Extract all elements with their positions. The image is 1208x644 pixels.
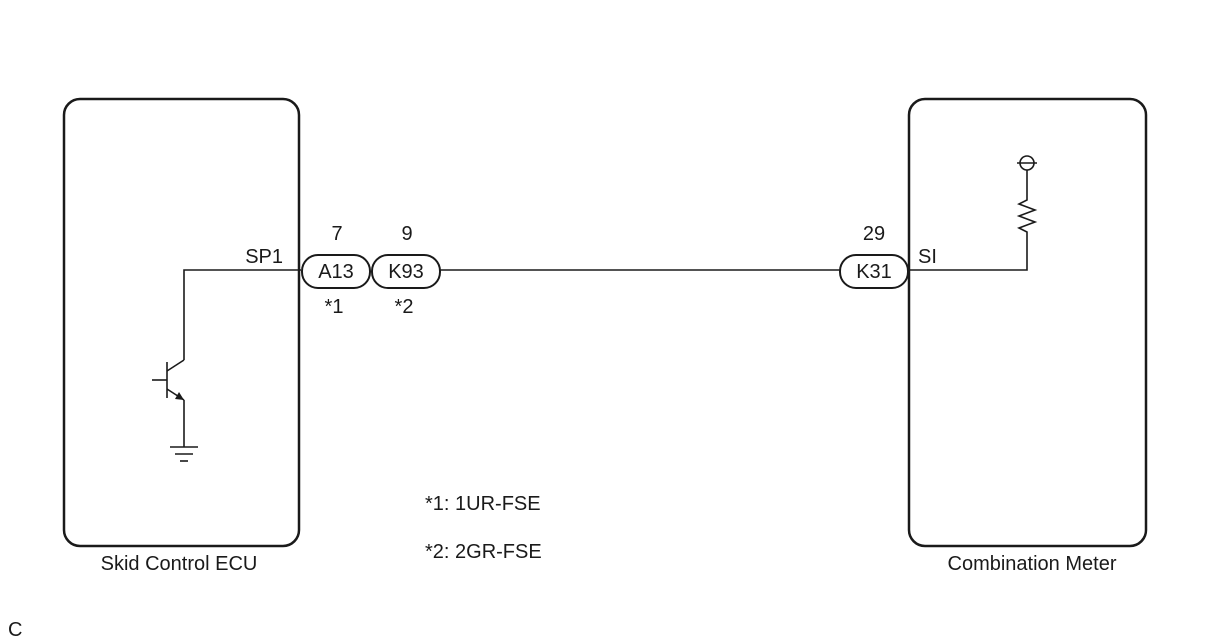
connector-a13-label: A13	[318, 261, 354, 283]
skid-control-ecu-box	[62, 97, 301, 548]
corner-mark: C	[8, 619, 22, 641]
footnote-marker-k93: *2	[395, 296, 414, 318]
pin-number-a13: 7	[331, 223, 342, 245]
pin-number-k93: 9	[401, 223, 412, 245]
ecu-internal-wire	[183, 269, 301, 360]
skid-control-ecu-label: Skid Control ECU	[101, 553, 258, 575]
ground-icon	[170, 446, 198, 462]
meter-internal-wire	[908, 238, 1028, 271]
terminal-si: SI	[918, 246, 937, 268]
resistor-icon	[1016, 170, 1038, 238]
legend-note-1: *1: 1UR-FSE	[425, 493, 541, 515]
combination-meter-label: Combination Meter	[948, 553, 1117, 575]
terminal-sp1: SP1	[245, 246, 283, 268]
pin-number-k31: 29	[863, 223, 885, 245]
power-terminal-icon	[1017, 155, 1037, 171]
connector-k31	[839, 254, 909, 289]
connector-k93-label: K93	[388, 261, 424, 283]
npn-transistor-icon	[152, 359, 185, 447]
connector-a13	[301, 254, 371, 289]
combination-meter-box	[907, 97, 1148, 548]
legend-note-2: *2: 2GR-FSE	[425, 541, 542, 563]
footnote-marker-a13: *1	[325, 296, 344, 318]
connector-k93	[371, 254, 441, 289]
connector-k31-label: K31	[856, 261, 892, 283]
